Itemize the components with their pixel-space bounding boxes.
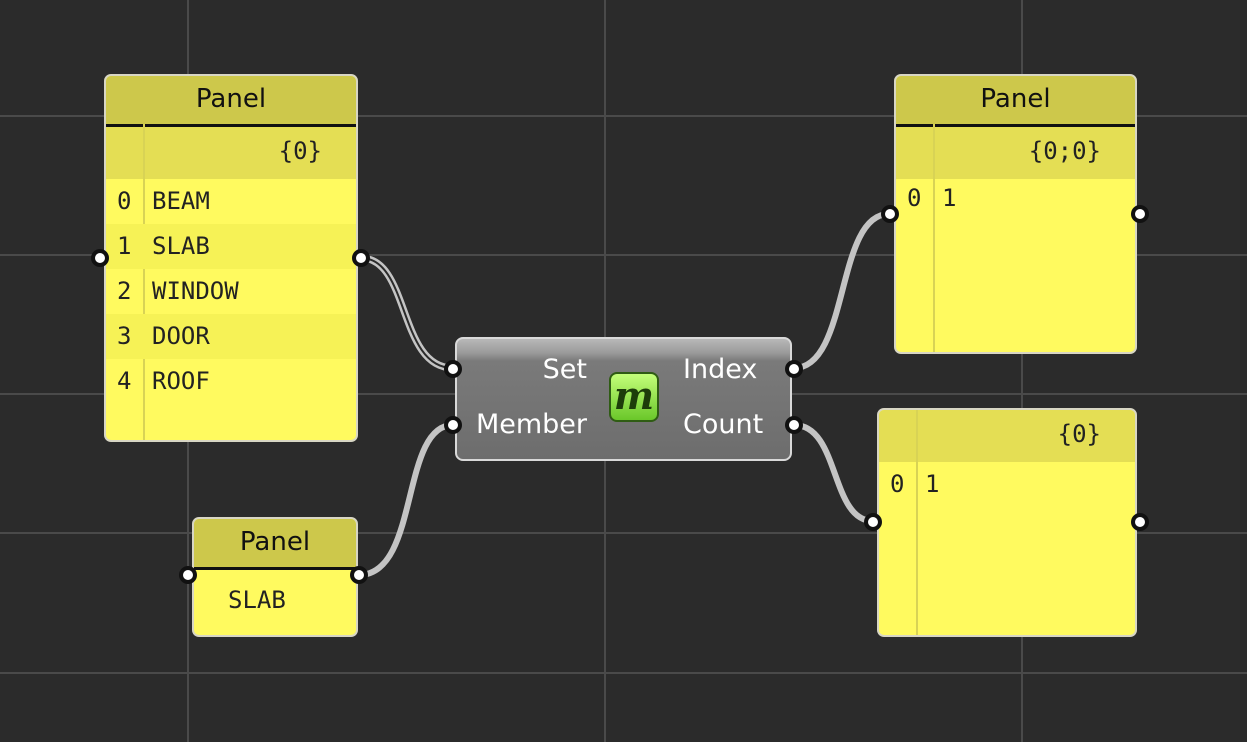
wire-list-to-set [360,254,454,372]
item-index: 0 [117,187,132,215]
panel-title: Panel [106,76,356,127]
grid-line [0,115,1247,117]
output-label-index: Index [683,354,758,385]
panel-separator [143,124,145,440]
item-index: 4 [117,367,132,395]
panel-path: {0;0} [896,127,1135,179]
grid-line [0,254,1247,256]
item-index: 0 [890,470,905,498]
list-item: 3 DOOR [106,314,356,359]
member-index-component[interactable]: Set Member Index Count m [455,337,792,461]
item-value: SLAB [152,232,210,260]
input-grip[interactable] [179,566,197,584]
count-panel[interactable]: {0} 0 1 [877,408,1137,637]
list-item: 2 WINDOW [106,269,356,314]
wire-index-to-panel [793,211,890,371]
input-grip-member[interactable] [444,416,462,434]
item-value: BEAM [152,187,210,215]
output-grip-index[interactable] [785,360,803,378]
output-grip[interactable] [1131,205,1149,223]
member-index-icon: m [609,372,659,422]
item-index: 3 [117,322,132,350]
grid-line [0,672,1247,674]
list-item: 4 ROOF [106,359,356,404]
list-item: 0 1 [896,176,1135,221]
list-item: 0 BEAM [106,179,356,224]
panel-title: Panel [896,76,1135,127]
input-grip[interactable] [864,513,882,531]
item-value: DOOR [152,322,210,350]
item-index: 1 [117,232,132,260]
item-value: 1 [925,470,940,498]
grid-line [1021,0,1023,742]
output-grip[interactable] [352,249,370,267]
output-grip[interactable] [1131,513,1149,531]
index-panel[interactable]: Panel {0;0} 0 1 [894,74,1137,354]
list-panel[interactable]: Panel {0} 0 BEAM 1 SLAB 2 WINDOW 3 DOOR … [104,74,358,442]
input-grip-set[interactable] [444,360,462,378]
panel-separator [916,410,918,635]
item-value: 1 [942,184,957,212]
item-value: ROOF [152,367,210,395]
item-value: WINDOW [152,277,239,305]
panel-path: {0} [106,127,356,179]
input-grip[interactable] [91,249,109,267]
list-item: 1 SLAB [106,224,356,269]
panel-value: SLAB [228,586,286,614]
item-index: 0 [907,184,922,212]
input-label-member: Member [475,409,587,440]
list-item: 0 1 [879,462,1135,507]
panel-value-row: SLAB [194,570,356,630]
member-panel[interactable]: Panel SLAB [192,517,358,637]
panel-separator [933,124,935,352]
wire-count-to-panel [793,422,874,524]
input-grip[interactable] [881,205,899,223]
panel-title: Panel [194,519,356,570]
output-grip[interactable] [350,566,368,584]
input-label-set: Set [542,354,587,385]
panel-path: {0} [879,410,1135,462]
item-index: 2 [117,277,132,305]
grid-line [0,532,1247,534]
wire-member-to-member [358,422,454,578]
output-grip-count[interactable] [785,416,803,434]
output-label-count: Count [683,409,764,440]
